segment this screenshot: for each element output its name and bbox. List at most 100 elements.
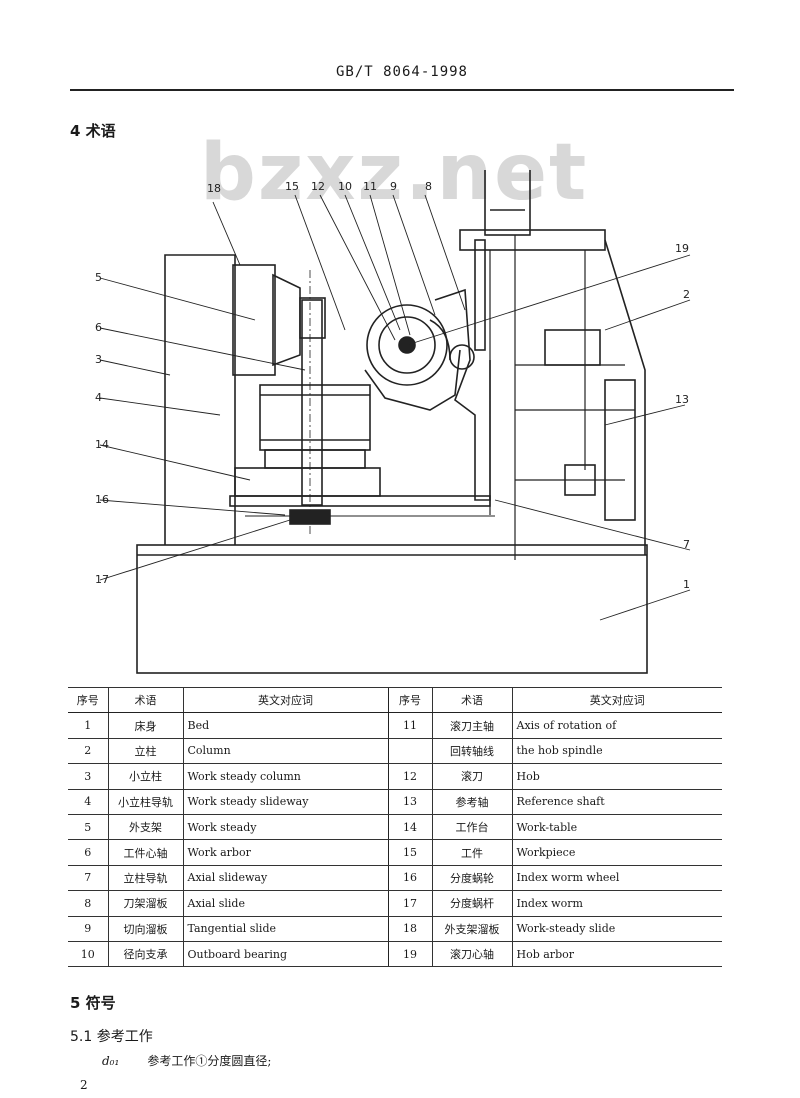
cell-no: 12 (387, 763, 432, 790)
callout-18: 18 (207, 182, 221, 195)
cell-term: 小立柱导轨 (107, 788, 183, 815)
cell-no: 16 (387, 864, 432, 892)
cell-term: 外支架溜板 (431, 915, 512, 942)
page-number: 2 (80, 1078, 88, 1092)
terms-table: 序号 术语 英文对应词 序号 术语 英文对应词 1 床身 Bed 11 滚刀主轴… (68, 686, 722, 968)
cell-english: Work-table (511, 813, 722, 841)
callout-7: 7 (683, 538, 690, 551)
cell-english: Reference shaft (511, 788, 722, 815)
table-row: 9 切向溜板 Tangential slide 18 外支架溜板 Work-st… (68, 915, 722, 942)
cell-term: 立柱导轨 (107, 864, 183, 892)
gear-hobbing-machine-diagram: 18 15 12 10 11 9 8 19 2 13 7 1 17 16 14 … (95, 170, 691, 674)
cell-no: 14 (387, 813, 432, 841)
cell-english: Hob arbor (511, 940, 722, 968)
cell-no: 3 (68, 763, 108, 790)
table-row: 4 小立柱导轨 Work steady slideway 13 参考轴 Refe… (68, 788, 722, 815)
cell-no: 4 (68, 788, 108, 815)
callout-2: 2 (683, 288, 690, 301)
table-row: 2 立柱 Column 回转轴线 the hob spindle (68, 737, 722, 765)
cell-term: 工件心轴 (107, 839, 183, 866)
cell-term: 径向支承 (107, 940, 183, 968)
callout-13: 13 (675, 393, 689, 406)
col-header-english-2: 英文对应词 (511, 686, 722, 714)
cell-term: 工作台 (431, 813, 512, 841)
cell-no: 5 (68, 813, 108, 841)
cell-term: 刀架溜板 (107, 890, 183, 917)
symbol: d₀₁ (102, 1054, 120, 1068)
cell-no: 7 (68, 864, 108, 892)
callout-19: 19 (675, 242, 689, 255)
table-row: 1 床身 Bed 11 滚刀主轴 Axis of rotation of (68, 712, 722, 739)
cell-no: 18 (387, 915, 432, 942)
cell-no: 2 (68, 737, 108, 765)
callout-17: 17 (95, 573, 109, 586)
table-row: 3 小立柱 Work steady column 12 滚刀 Hob (68, 763, 722, 790)
cell-english: Workpiece (511, 839, 722, 866)
col-header-term: 术语 (107, 686, 183, 714)
cell-english: Axial slideway (182, 864, 388, 892)
cell-term: 滚刀 (431, 763, 512, 790)
cell-english: Work steady column (182, 763, 388, 790)
cell-english: Outboard bearing (182, 940, 388, 968)
cell-english: Work-steady slide (511, 915, 722, 942)
cell-term: 参考轴 (431, 788, 512, 815)
cell-no: 9 (68, 915, 108, 942)
callout-6: 6 (95, 321, 102, 334)
table-row: 7 立柱导轨 Axial slideway 16 分度蜗轮 Index worm… (68, 864, 722, 892)
cell-english: Bed (182, 712, 388, 739)
cell-english: Axial slide (182, 890, 388, 917)
cell-no: 15 (387, 839, 432, 866)
cell-no: 8 (68, 890, 108, 917)
callout-11: 11 (363, 180, 377, 193)
cell-no: 11 (387, 712, 432, 739)
motor-shape (484, 170, 531, 236)
cell-english: Index worm wheel (511, 864, 722, 892)
table-row: 6 工件心轴 Work arbor 15 工件 Workpiece (68, 839, 722, 866)
cell-english: Work arbor (182, 839, 388, 866)
callout-16: 16 (95, 493, 109, 506)
callout-5: 5 (95, 271, 102, 284)
header-rule (70, 89, 734, 91)
cell-term: 滚刀心轴 (431, 940, 512, 968)
callout-14: 14 (95, 438, 109, 451)
cell-term: 分度蜗轮 (431, 864, 512, 892)
table-row: 10 径向支承 Outboard bearing 19 滚刀心轴 Hob arb… (68, 940, 722, 968)
callout-12: 12 (311, 180, 325, 193)
standard-header: GB/T 8064-1998 (335, 64, 468, 80)
col-header-no: 序号 (68, 686, 108, 714)
work-steady-shape (232, 264, 276, 376)
cell-english: Column (182, 737, 388, 765)
cell-english: the hob spindle (511, 737, 722, 765)
watermark: bzxz.net (200, 128, 589, 218)
section-5-heading: 5 符号 (70, 994, 116, 1012)
section-4-heading: 4 术语 (70, 122, 116, 140)
callout-10: 10 (338, 180, 352, 193)
cell-no: 1 (68, 712, 108, 739)
table-row: 5 外支架 Work steady 14 工作台 Work-table (68, 813, 722, 841)
col-header-english: 英文对应词 (182, 686, 388, 714)
callout-4: 4 (95, 391, 102, 404)
cell-english: Hob (511, 763, 722, 790)
cell-no: 13 (387, 788, 432, 815)
cell-no: 19 (387, 940, 432, 968)
cell-no: 10 (68, 940, 108, 968)
callout-8: 8 (425, 180, 432, 193)
cell-term: 立柱 (107, 737, 183, 765)
cell-term: 分度蜗杆 (431, 890, 512, 917)
terms-table-header: 序号 术语 英文对应词 序号 术语 英文对应词 (68, 686, 722, 714)
cell-term: 工件 (431, 839, 512, 866)
cell-term: 滚刀主轴 (431, 712, 512, 739)
col-header-term-2: 术语 (431, 686, 512, 714)
cell-term: 切向溜板 (107, 915, 183, 942)
bed-shape (136, 544, 648, 674)
cell-english: Tangential slide (182, 915, 388, 942)
table-row: 8 刀架溜板 Axial slide 17 分度蜗杆 Index worm (68, 890, 722, 917)
cell-term: 床身 (107, 712, 183, 739)
cell-term: 外支架 (107, 813, 183, 841)
cell-term: 小立柱 (107, 763, 183, 790)
cell-term: 回转轴线 (431, 737, 512, 765)
callout-9: 9 (390, 180, 397, 193)
col-header-no-2: 序号 (387, 686, 432, 714)
callout-15: 15 (285, 180, 299, 193)
